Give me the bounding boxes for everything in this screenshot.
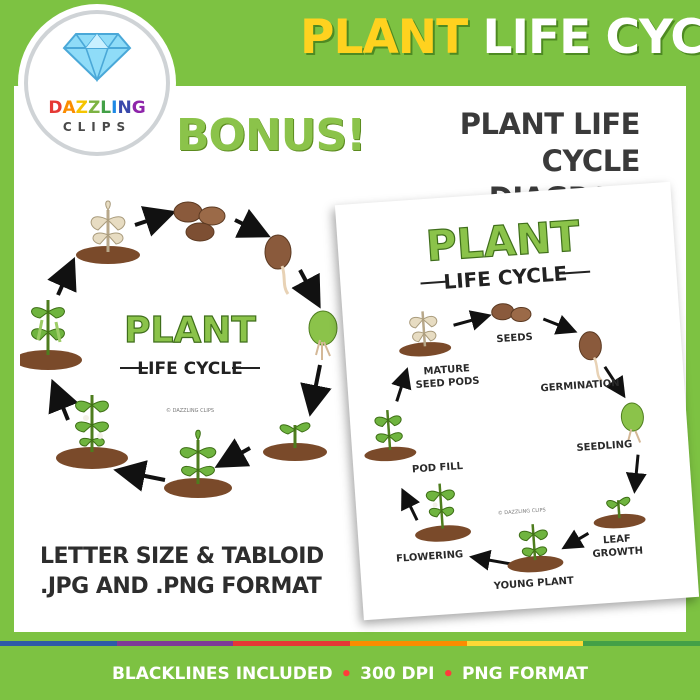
poster-pod-fill-icon [364, 409, 417, 462]
logo-subname: CLIPS [62, 120, 132, 134]
stage-label-mature-1: MATURE [423, 363, 470, 377]
stage-label-young-plant: YOUNG PLANT [492, 575, 574, 592]
bonus-subtitle-line1: PLANT LIFE [459, 107, 641, 141]
germination-icon [264, 234, 292, 295]
left-diagram-watermark: © DAZZLING CLIPS [166, 407, 214, 414]
stage-label-seedling: SEEDLING [576, 439, 632, 454]
poster-young-plant-icon [507, 524, 564, 573]
stage-label-leaf-1: LEAF [603, 533, 631, 546]
footer-dpi: 300 DPI [360, 664, 435, 684]
stage-label-germination: GERMINATION [540, 378, 620, 394]
left-cycle-diagram: PLANT LIFE CYCLE © DAZZLING CLIPS [20, 200, 338, 498]
cycle-arrows [47, 206, 332, 492]
flowering-icon [56, 395, 128, 469]
poster-preview: PLANT LIFE CYCLE [334, 181, 700, 621]
footer-separator: • [340, 663, 353, 685]
page-title: PLANT LIFE CYCLE [300, 10, 700, 65]
rainbow-stripe [0, 641, 700, 646]
logo-letter: D [48, 98, 63, 118]
format-line2: .JPG AND .PNG FORMAT [40, 574, 322, 599]
poster-mature-icon [399, 311, 452, 357]
poster-seedling-icon [620, 402, 644, 443]
poster-seeds-icon [491, 303, 532, 323]
title-word-plant: PLANT [300, 10, 468, 65]
logo-letter: Z [75, 98, 88, 118]
left-diagram-title: PLANT [124, 310, 256, 351]
seedling-icon [308, 310, 338, 360]
logo-letter: I [111, 98, 118, 118]
stage-label-leaf-2: GROWTH [592, 546, 643, 561]
footer-blacklines: BLACKLINES INCLUDED [111, 664, 333, 684]
footer-separator: • [442, 663, 454, 685]
poster-flowering-icon [415, 483, 471, 542]
logo-letter: L [100, 98, 112, 118]
leaf-growth-icon [263, 422, 327, 461]
young-plant-icon [164, 429, 232, 498]
pod-fill-icon [20, 300, 82, 370]
footer-png: PNG FORMAT [461, 664, 589, 684]
diamond-icon [62, 32, 132, 82]
poster-germination-icon [578, 331, 603, 382]
stage-label-pod-fill: POD FILL [412, 461, 464, 476]
poster-leaf-growth-icon [593, 496, 646, 529]
format-line1: LETTER SIZE & TABLOID [40, 544, 324, 569]
poster-watermark: © DAZZLING CLIPS [498, 506, 546, 516]
logo-name: DAZZLING [28, 98, 166, 118]
stage-label-seeds: SEEDS [496, 332, 533, 346]
poster-diagram: PLANT LIFE CYCLE [364, 211, 647, 592]
bonus-label: BONUS! [176, 110, 366, 161]
stage-label-flowering: FLOWERING [396, 549, 464, 565]
logo-letter: Z [87, 98, 101, 118]
seeds-icon [173, 201, 226, 242]
mature-plant-icon [76, 200, 140, 264]
poster-title: PLANT [424, 211, 581, 271]
logo-letter: G [131, 98, 146, 118]
poster-cycle-arrows [391, 310, 647, 571]
left-diagram-subtitle: LIFE CYCLE [137, 359, 242, 379]
footer-bar: BLACKLINES INCLUDED • 300 DPI • PNG FORM… [0, 652, 700, 696]
title-word-life-cycle: LIFE CYCLE [482, 10, 700, 65]
format-info: LETTER SIZE & TABLOID .JPG AND .PNG FORM… [40, 542, 324, 602]
stage-label-mature-2: SEED PODS [415, 376, 480, 391]
logo-letter: A [62, 98, 76, 118]
dazzling-clips-logo: DAZZLING CLIPS [24, 10, 170, 156]
title-band [170, 0, 700, 86]
logo-letter: N [117, 98, 132, 118]
